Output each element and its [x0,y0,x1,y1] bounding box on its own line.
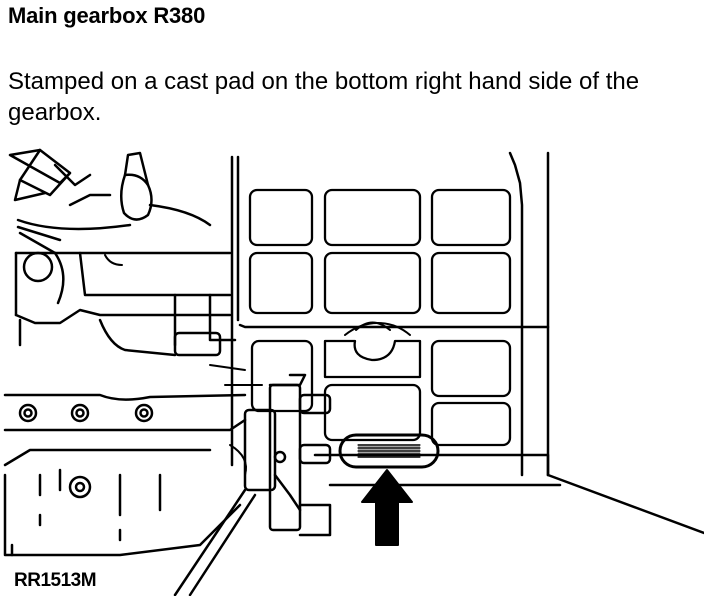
casing-rib-panels [248,188,512,447]
harness-and-bracket [8,148,237,357]
pointer-arrow [361,469,413,546]
gearbox-casing [230,151,704,535]
gearbox-illustration [0,145,704,596]
sump-flange [3,393,247,557]
detail-lines [104,254,263,476]
page-title: Main gearbox R380 [8,3,206,28]
output-flange-assembly [173,373,332,596]
serial-number-cast-pad [338,433,440,469]
description-text: Stamped on a cast pad on the bottom righ… [8,68,640,126]
figure-reference-code: RR1513M [14,570,97,591]
